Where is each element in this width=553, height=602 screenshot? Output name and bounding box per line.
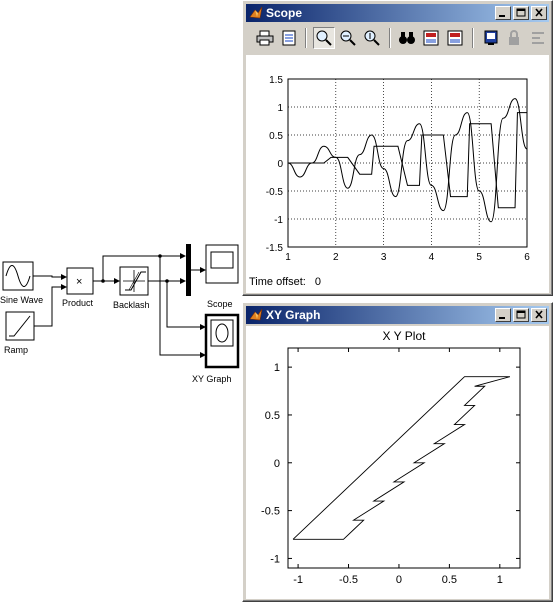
product-block[interactable]: × (66, 267, 94, 295)
minimize-button[interactable] (495, 6, 511, 20)
xy-graph-block[interactable] (204, 313, 240, 369)
xy-axes-box (287, 347, 521, 569)
scope-series-1 (287, 98, 528, 223)
y-tick-label: -1 (270, 553, 280, 565)
xy-plot-area[interactable]: X Y Plot -1 -0.5 0 0.5 1 1 0.5 0 -0.5 -1 (246, 326, 549, 599)
y-tick-label: 0 (277, 159, 283, 170)
y-tick-label: 0.5 (269, 131, 283, 142)
y-tick-label: -0.5 (266, 187, 284, 198)
x-tick-label: 5 (476, 252, 482, 263)
x-tick-label: 1 (497, 574, 503, 586)
product-label: Product (62, 298, 94, 308)
y-tick-label: -1 (274, 215, 283, 226)
y-tick-label: 1.5 (269, 75, 283, 86)
y-tick-label: -0.5 (261, 506, 280, 518)
signal-selector-icon[interactable] (527, 27, 549, 49)
scope-label: Scope (207, 299, 233, 309)
xy-plot-title: X Y Plot (383, 329, 427, 343)
printer-icon[interactable] (254, 27, 276, 49)
ramp-label: Ramp (4, 345, 28, 355)
sine-wave-label: Sine Wave (0, 295, 43, 305)
xy-series (292, 376, 511, 540)
scope-plot-area[interactable]: 1 2 3 4 5 6 1.5 1 0.5 0 -0.5 -1 -1.5 Time offset: 0 (246, 55, 549, 293)
ramp-block[interactable] (5, 311, 35, 341)
lock-axes-icon[interactable] (504, 27, 526, 49)
scope-window[interactable]: Scope (242, 0, 553, 296)
scope-series-2 (288, 112, 527, 209)
product-symbol: × (76, 276, 82, 288)
y-tick-label: 1 (277, 103, 283, 114)
scope-block[interactable] (205, 244, 239, 284)
matlab-logo-icon (249, 6, 263, 19)
parameters-icon[interactable] (278, 27, 300, 49)
x-tick-label: 0 (396, 574, 402, 586)
mux-block[interactable] (186, 244, 191, 296)
zoom-x-icon[interactable] (337, 27, 359, 49)
xy-chart: X Y Plot -1 -0.5 0 0.5 1 1 0.5 0 -0.5 -1 (261, 329, 521, 586)
autoscale-binoculars-icon[interactable] (397, 27, 419, 49)
backlash-label: Backlash (113, 300, 150, 310)
x-tick-label: -0.5 (339, 574, 358, 586)
time-offset-label: Time offset: (249, 276, 306, 288)
maximize-button[interactable] (513, 6, 529, 20)
sine-wave-block[interactable] (2, 261, 34, 291)
scope-chart: 1 2 3 4 5 6 1.5 1 0.5 0 -0.5 -1 -1.5 (266, 75, 530, 263)
x-tick-label: 1 (285, 252, 291, 263)
x-tick-label: 0.5 (442, 574, 457, 586)
x-tick-label: 6 (524, 252, 530, 263)
x-tick-label: 4 (429, 252, 435, 263)
scope-title: Scope (266, 6, 303, 20)
xy-graph-label: XY Graph (192, 374, 231, 384)
x-tick-label: 3 (381, 252, 387, 263)
time-offset-value: 0 (314, 276, 322, 288)
maximize-button[interactable] (513, 308, 529, 322)
x-tick-label: -1 (293, 574, 303, 586)
scope-toolbar (246, 24, 549, 52)
junction-dots (101, 254, 169, 283)
restore-axes-icon[interactable] (444, 27, 466, 49)
close-button[interactable] (531, 6, 547, 20)
y-tick-label: -1.5 (266, 243, 284, 254)
backlash-block[interactable] (119, 266, 149, 296)
y-tick-label: 0 (274, 458, 280, 470)
save-axes-icon[interactable] (420, 27, 442, 49)
minimize-button[interactable] (495, 308, 511, 322)
close-button[interactable] (531, 308, 547, 322)
y-tick-label: 0.5 (265, 410, 280, 422)
zoom-icon[interactable] (313, 27, 336, 49)
scope-titlebar[interactable]: Scope (246, 4, 549, 22)
xy-graph-window[interactable]: XY Graph X Y Plot -1 -0.5 0 0.5 1 1 0.5 0 -0.5 -1 (242, 302, 553, 602)
xy-graph-titlebar[interactable]: XY Graph (246, 306, 549, 324)
time-offset: Time offset: 0 (249, 276, 321, 288)
x-tick-label: 2 (333, 252, 339, 263)
floating-scope-icon[interactable] (480, 27, 502, 49)
matlab-logo-icon (249, 308, 263, 321)
signal-lines (33, 253, 206, 358)
zoom-y-icon[interactable] (361, 27, 383, 49)
y-tick-label: 1 (274, 362, 280, 374)
xy-graph-title: XY Graph (266, 308, 321, 322)
